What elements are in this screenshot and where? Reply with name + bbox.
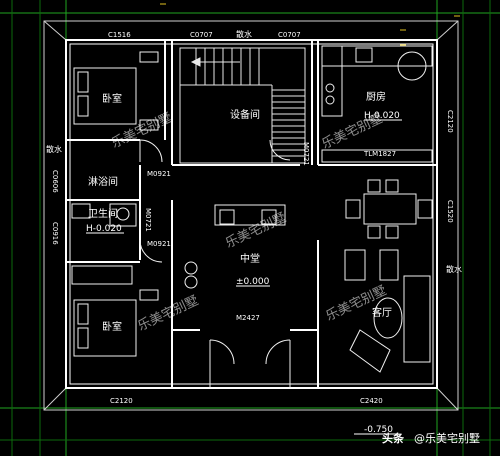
label-central-hall: 中堂 — [240, 252, 260, 265]
elevation-markers — [86, 119, 402, 287]
label-equipment-room: 设备间 — [230, 108, 260, 121]
apron-outline — [43, 20, 459, 411]
tag-c2120-right: C2120 — [446, 110, 454, 133]
staircase — [179, 47, 306, 164]
bathroom-fixtures — [71, 203, 137, 227]
tag-tlm1827: TLM1827 — [363, 150, 396, 158]
tag-c1520: C1520 — [446, 200, 454, 223]
watermark-3: 乐美宅别墅 — [223, 210, 288, 251]
tag-c2120-bottom: C2120 — [110, 397, 133, 405]
kitchen-fixtures — [321, 45, 433, 117]
tag-m0921-b: M0921 — [147, 240, 171, 248]
credit: 头条 @乐美宅别墅 — [382, 431, 480, 445]
tag-m2427: M2427 — [236, 314, 260, 322]
label-bedroom-bottom: 卧室 — [102, 320, 122, 333]
dimension-marks — [160, 3, 460, 46]
tag-m0721-a: M0721 — [302, 142, 310, 166]
tag-c0606: C0606 — [51, 170, 59, 193]
tag-m0921-a: M0921 — [147, 170, 171, 178]
tag-ground-elev: -0.750 — [364, 425, 393, 435]
living-sofa — [344, 249, 431, 373]
tag-c0707-b: C0707 — [278, 31, 301, 39]
label-bathroom: 淋浴间 — [88, 175, 118, 188]
label-bedroom-top: 卧室 — [102, 92, 122, 105]
label-living-room: 客厅 — [372, 306, 392, 319]
label-toilet-elev: H-0.020 — [86, 224, 122, 234]
credit-prefix: 头条 — [382, 431, 405, 445]
watermark-2: 乐美宅别墅 — [320, 111, 385, 152]
tag-water-right: 散水 — [446, 264, 462, 274]
tag-c1516: C1516 — [108, 31, 131, 39]
bed-top — [73, 51, 159, 131]
tag-water-left: 散水 — [46, 144, 62, 154]
label-kitchen: 厨房 — [366, 90, 386, 103]
tag-m0721-b: M0721 — [144, 208, 152, 232]
tag-c0707-a: C0707 — [190, 31, 213, 39]
tag-c2420: C2420 — [360, 397, 383, 405]
watermark-4: 乐美宅别墅 — [136, 293, 201, 334]
tag-c0916: C0916 — [51, 222, 59, 245]
dining-set — [345, 179, 433, 239]
walls — [65, 39, 438, 389]
room-labels: 卧室 设备间 厨房 H-0.020 淋浴间 卫生间 H-0.020 中堂 ±0.… — [86, 90, 400, 333]
door-swings — [139, 139, 433, 388]
label-toilet: 卫生间 — [88, 207, 118, 220]
opening-tags: C1516 C0707 散水 C0707 M0721 TLM1827 M0921… — [46, 29, 462, 435]
credit-handle: @乐美宅别墅 — [414, 431, 480, 445]
label-hall-elev: ±0.000 — [236, 277, 270, 287]
bed-bottom — [71, 265, 159, 357]
tag-water-top: 散水 — [236, 29, 252, 39]
label-kitchen-elev: H-0.020 — [364, 111, 400, 121]
hall-furniture — [184, 204, 286, 289]
